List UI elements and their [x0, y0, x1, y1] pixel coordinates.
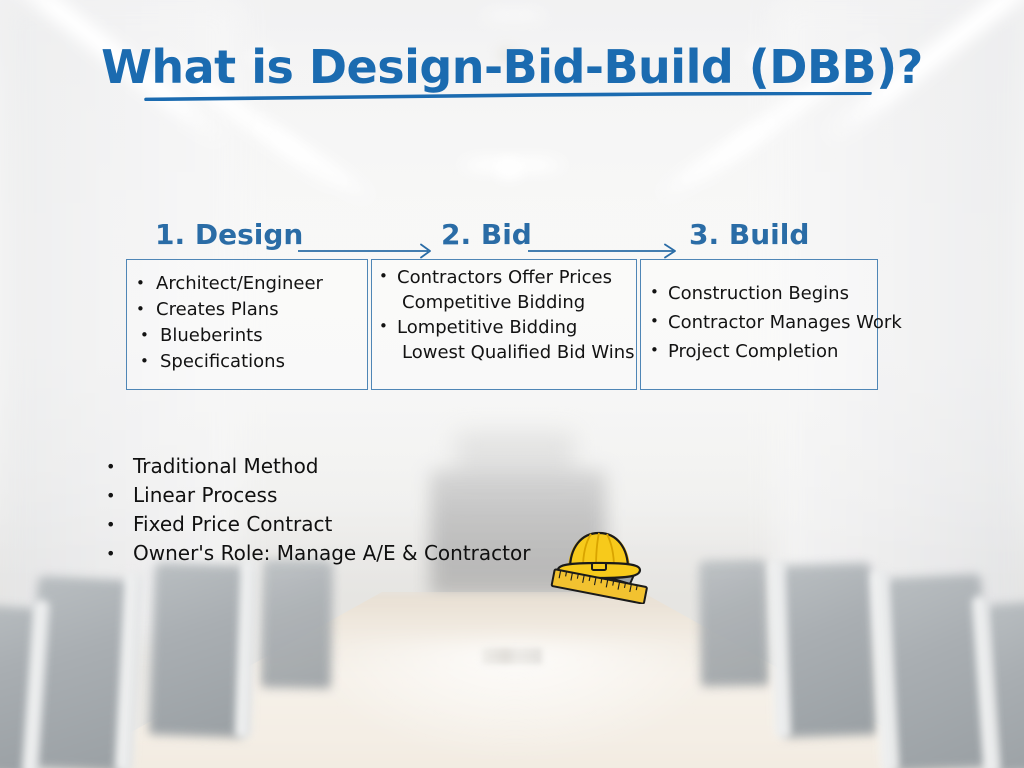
list-item: • Creates Plans [136, 297, 376, 323]
ceiling-fixture [498, 48, 516, 62]
step-label-bid: 2. Bid [441, 218, 532, 251]
list-item-label: Traditional Method [133, 454, 319, 478]
process-steps-header: 1. Design 2. Bid 3. Build [0, 218, 1024, 264]
step-box-design: • Architect/Engineer • Creates Plans • B… [126, 259, 368, 390]
step-label-design: 1. Design [155, 218, 304, 251]
hard-hat-and-ruler-icon [550, 531, 648, 604]
table-objects [482, 648, 542, 664]
list-item-subline: Competitive Bidding [402, 292, 586, 313]
bullet-icon: • [379, 267, 388, 285]
bullet-icon: • [140, 326, 149, 344]
title-container: What is Design-Bid-Build (DBB)? [0, 40, 1024, 94]
list-item-label: Linear Process [133, 483, 278, 507]
page-title: What is Design-Bid-Build (DBB)? [101, 40, 923, 94]
list-item: • Traditional Method [106, 452, 530, 481]
step-box-bid: • Contractors Offer Prices Competitive B… [371, 259, 637, 390]
bullet-icon: • [650, 312, 659, 330]
list-item-label: Construction Begins [668, 283, 849, 304]
bullet-icon: • [136, 274, 145, 292]
bullet-icon: • [136, 300, 145, 318]
list-item-subline: Lowest Qualified Bid Wins [402, 342, 635, 363]
list-item: • Contractors Offer Prices Competitive B… [379, 265, 643, 315]
title-underline [144, 92, 872, 101]
list-item: • Fixed Price Contract [106, 510, 530, 539]
ceiling-light-strip [478, 10, 550, 20]
bullet-icon: • [379, 317, 388, 335]
list-item-label: Blueberints [160, 325, 263, 346]
list-item-label: Owner's Role: Manage A/E & Contractor [133, 541, 531, 565]
list-item: • Contractor Manages Work [650, 308, 902, 337]
list-item-label: Lompetitive Bidding [397, 317, 578, 338]
step-list-bid: • Contractors Offer Prices Competitive B… [372, 260, 643, 365]
list-item-label: Project Completion [668, 341, 839, 362]
list-item: • Owner's Role: Manage A/E & Contractor [106, 539, 530, 568]
arrow-design-to-bid-icon [298, 243, 431, 259]
list-item: • Blueberints [136, 323, 376, 349]
ceiling-light-glow [486, 156, 532, 182]
bullet-icon: • [106, 544, 116, 563]
list-item: • Linear Process [106, 481, 530, 510]
list-item-label: Architect/Engineer [156, 273, 323, 294]
step-label-build: 3. Build [689, 218, 810, 251]
ceiling-light-glow [740, 46, 780, 68]
bullet-icon: • [650, 341, 659, 359]
step-box-build: • Construction Begins • Contractor Manag… [640, 259, 902, 390]
list-item-label: Fixed Price Contract [133, 512, 333, 536]
wall-right [774, 0, 1024, 640]
step-list-design: • Architect/Engineer • Creates Plans • B… [127, 260, 376, 375]
bullet-icon: • [106, 515, 116, 534]
list-item-label: Contractor Manages Work [668, 312, 902, 333]
key-facts-list: • Traditional Method • Linear Process • … [106, 452, 530, 568]
list-item: • Construction Begins [650, 279, 886, 308]
bullet-icon: • [106, 457, 116, 476]
step-list-build: • Construction Begins • Contractor Manag… [641, 260, 902, 366]
bullet-icon: • [140, 352, 149, 370]
arrow-bid-to-build-icon [528, 243, 676, 259]
list-item-label: Specifications [160, 351, 285, 372]
bullet-icon: • [650, 283, 659, 301]
list-item-label: Contractors Offer Prices [397, 267, 612, 288]
ceiling-light-glow [243, 46, 283, 68]
list-item: • Project Completion [650, 337, 886, 366]
list-item: • Architect/Engineer [136, 271, 376, 297]
list-item-label: Creates Plans [156, 299, 279, 320]
list-item: • Lompetitive Bidding Lowest Qualified B… [379, 315, 643, 365]
list-item: • Specifications [136, 349, 376, 375]
bullet-icon: • [106, 486, 116, 505]
